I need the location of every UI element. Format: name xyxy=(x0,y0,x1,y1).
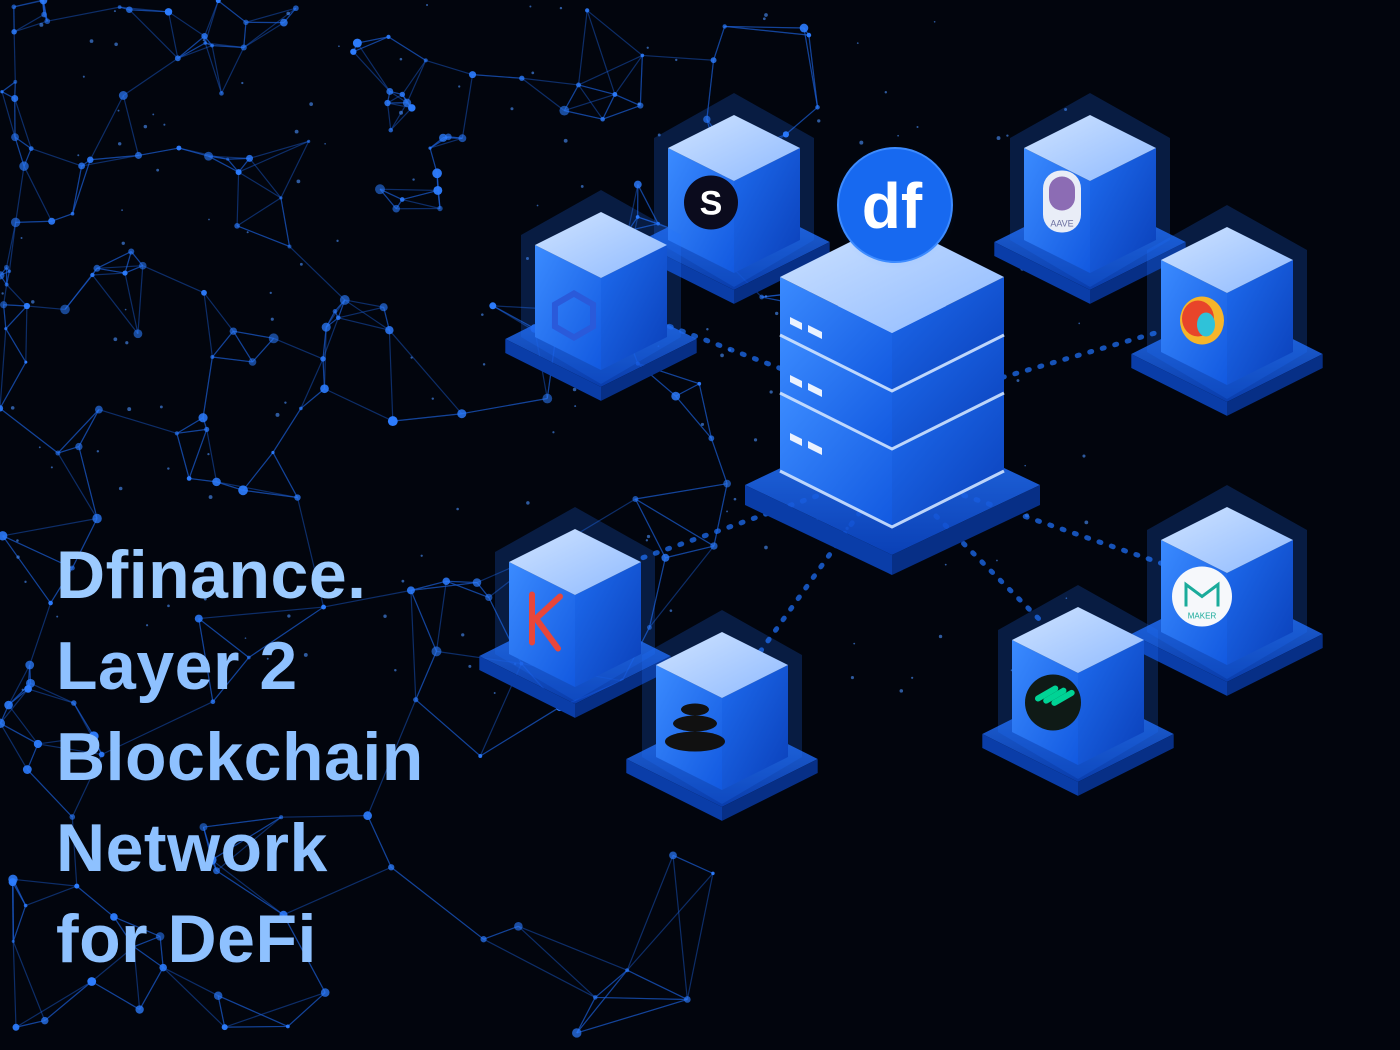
dfinance-logo-icon xyxy=(838,148,952,262)
chainlink-icon xyxy=(551,290,597,341)
curve-icon xyxy=(1180,296,1224,345)
headline-line-5: for DeFi xyxy=(56,901,317,977)
headline-line-3: Blockchain xyxy=(56,719,424,795)
svg-text:S: S xyxy=(700,185,723,223)
server-block-1 xyxy=(779,221,1005,393)
svg-text:AAVE: AAVE xyxy=(1050,219,1073,229)
dfinance-logo-text: df xyxy=(862,170,923,242)
compound-icon xyxy=(1025,674,1081,731)
headline-line-4: Network xyxy=(56,810,328,886)
server-stack: df xyxy=(745,145,1040,575)
maker-icon: MAKER xyxy=(1172,566,1232,627)
headline-line-1: Dfinance. xyxy=(56,537,367,613)
network-mesh-background xyxy=(0,0,1093,1038)
headline-line-2: Layer 2 xyxy=(56,628,298,704)
protocol-tiles: S AAVE MAKER xyxy=(479,93,1323,821)
headline: Dfinance. Layer 2 Blockchain Network for… xyxy=(56,530,424,985)
svg-text:MAKER: MAKER xyxy=(1188,612,1217,621)
synthetix-icon: S xyxy=(684,175,738,230)
balancer-icon xyxy=(665,703,725,752)
aave-icon: AAVE xyxy=(1043,170,1081,233)
kyber-icon xyxy=(529,591,563,652)
